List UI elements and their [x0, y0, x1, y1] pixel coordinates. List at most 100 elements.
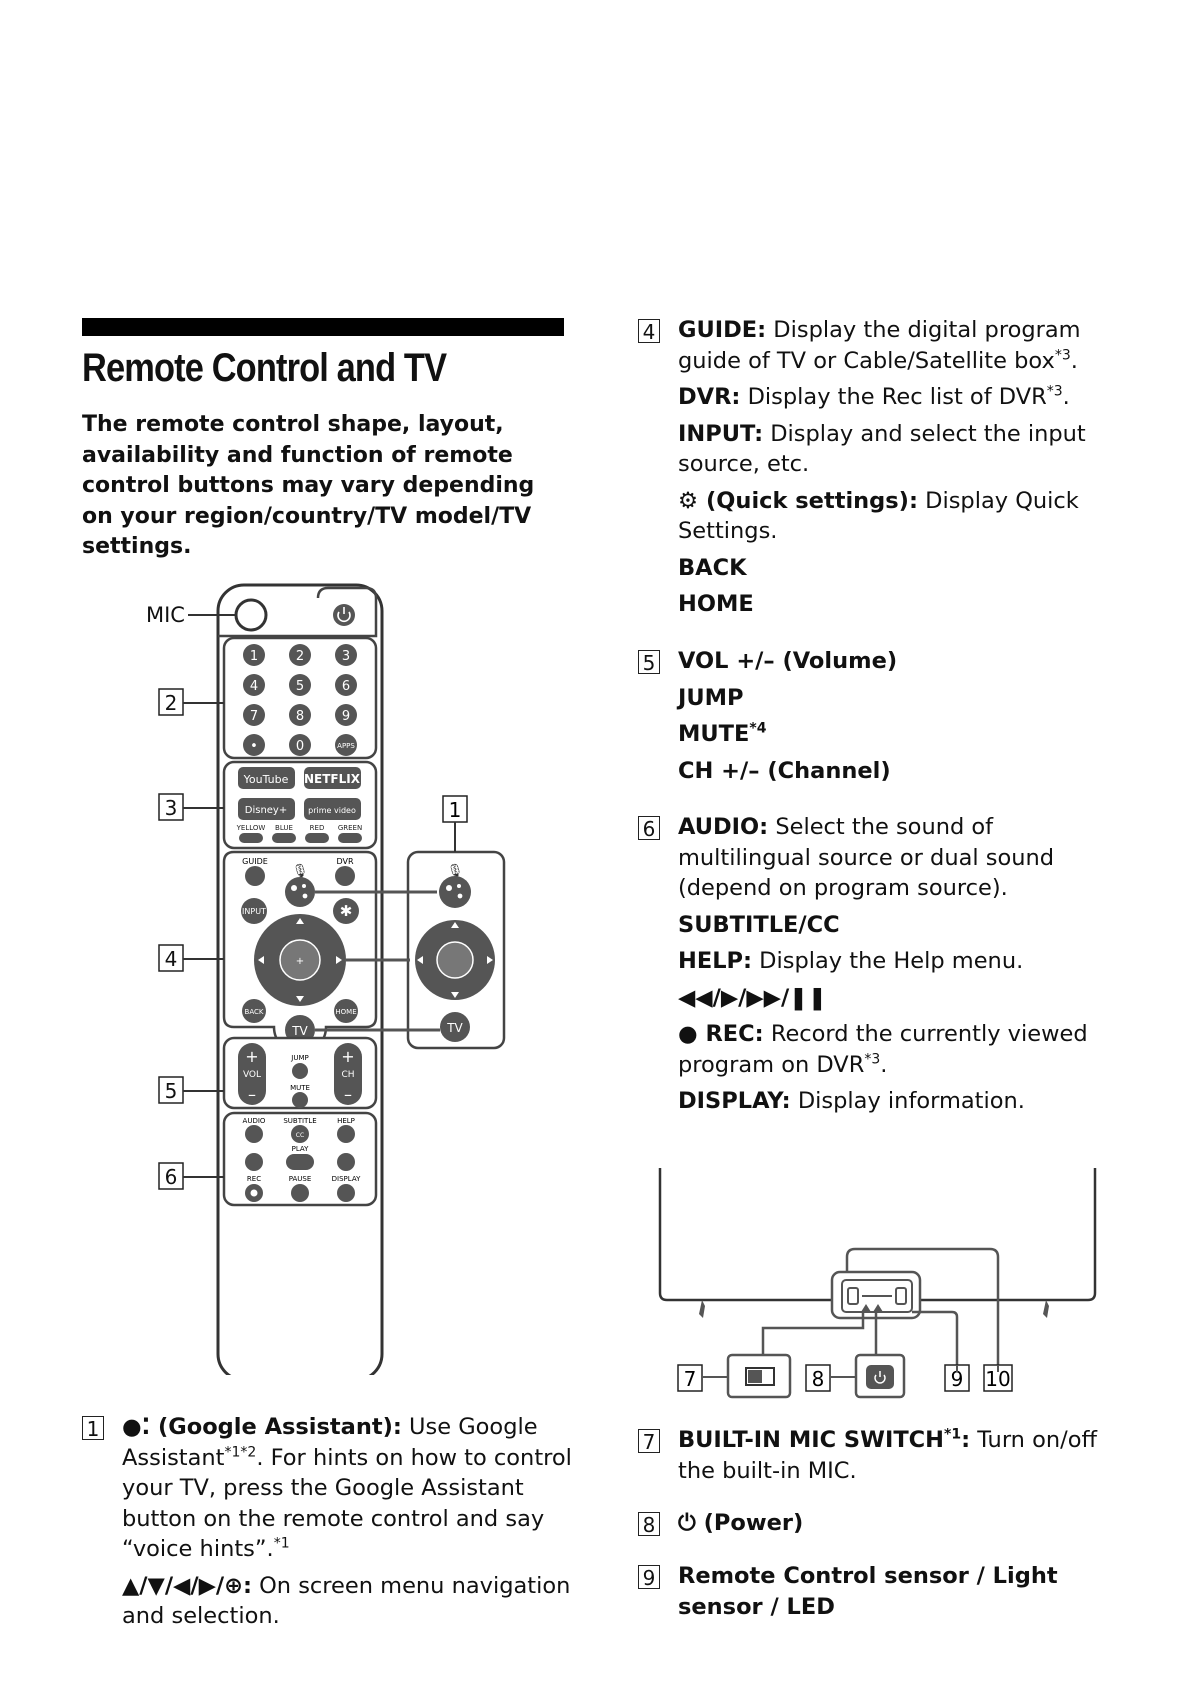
youtube-button: [238, 767, 295, 789]
svg-text:DISPLAY: DISPLAY: [332, 1175, 361, 1183]
keypad-button: [289, 644, 311, 666]
color-key-button: [239, 833, 263, 843]
keypad-label: 7: [250, 709, 258, 724]
keypad-panel: [222, 636, 378, 760]
prime-label: prime video: [308, 806, 356, 815]
audio-button: [245, 1125, 263, 1143]
ch-desc: CH +/– (Channel): [678, 757, 891, 784]
section-4: 4 GUIDE: Display the digital program gui…: [638, 315, 1108, 626]
gear-icon: ✱: [340, 902, 353, 920]
keypad-button: [335, 644, 357, 666]
home-label: HOME: [335, 1008, 356, 1016]
rewind-button: [245, 1153, 263, 1171]
mic-icon: [234, 598, 268, 632]
section-rule: [82, 318, 564, 336]
dvr-label: DVR: [336, 857, 353, 866]
callout-8: 8: [812, 1367, 825, 1391]
svg-text:TV: TV: [446, 1021, 463, 1035]
power-button-icon: [333, 604, 355, 626]
disney-label: Disney+: [245, 805, 287, 816]
keypad-label: •: [250, 739, 258, 754]
keypad-label: 6: [342, 679, 350, 694]
section-8: 8 ⏻ (Power): [638, 1508, 1108, 1545]
help-desc: HELP: Display the Help menu.: [678, 948, 1024, 974]
callout-5: 5: [165, 1079, 178, 1103]
color-key-button: [305, 833, 329, 843]
callout-3: 3: [165, 796, 178, 820]
nav-desc: ▲/▼/◀/▶/⊕: On screen menu navigation and…: [122, 1572, 571, 1630]
color-key-label: YELLOW: [236, 824, 266, 832]
netflix-button: [304, 767, 361, 789]
play-button: [286, 1154, 314, 1170]
ch-rocker: [334, 1043, 362, 1105]
quick-settings-desc: ⚙ (Quick settings): Display Quick Settin…: [678, 487, 1079, 545]
gear-icon: ⚙: [678, 487, 707, 514]
dvr-button: [335, 866, 355, 886]
netflix-label: NETFLIX: [304, 772, 361, 786]
keypad-label: APPS: [337, 742, 355, 750]
keypad-button: [289, 734, 311, 756]
svg-text:REC: REC: [247, 1175, 261, 1183]
home-desc: HOME: [678, 591, 754, 617]
jump-desc: JUMP: [678, 684, 744, 711]
svg-text:+: +: [341, 1047, 354, 1066]
subtitle-button: [291, 1125, 309, 1143]
youtube-label: YouTube: [243, 773, 289, 786]
callout-7: 7: [684, 1367, 697, 1391]
svg-text:JUMP: JUMP: [290, 1054, 308, 1062]
home-button: [334, 999, 358, 1023]
prime-video-button: [304, 798, 361, 820]
mic-label: MIC: [146, 603, 185, 627]
svg-text:PLAY: PLAY: [292, 1145, 310, 1153]
color-key-button: [338, 833, 362, 843]
svg-text:HELP: HELP: [337, 1117, 355, 1125]
callout-2: 2: [165, 691, 178, 715]
svg-text:–: –: [344, 1085, 352, 1104]
keypad-label: 2: [296, 649, 304, 664]
keypad-label: 3: [342, 649, 350, 664]
svg-text:🎙: 🎙: [447, 863, 464, 879]
inset-assistant-button: [439, 876, 471, 908]
color-key-label: BLUE: [275, 824, 293, 832]
keypad-label: 9: [342, 709, 350, 724]
keypad-button: [335, 704, 357, 726]
keypad-button: [243, 704, 265, 726]
vol-rocker: [238, 1043, 266, 1105]
svg-text:MUTE: MUTE: [290, 1084, 310, 1092]
keypad-label: 0: [296, 739, 304, 754]
keypad-button: [243, 674, 265, 696]
intro-text: The remote control shape, layout, availa…: [82, 412, 535, 559]
section-9: 9 Remote Control sensor / Light sensor /…: [638, 1561, 1108, 1628]
keypad-button: [335, 674, 357, 696]
section-5: 5 VOL +/– (Volume) JUMP MUTE*4 CH +/– (C…: [638, 646, 1108, 792]
mute-desc: MUTE: [678, 721, 750, 747]
keypad-button: [335, 734, 357, 756]
keypad-button: [243, 734, 265, 756]
svg-text:SUBTITLE: SUBTITLE: [283, 1117, 316, 1125]
color-key-label: RED: [310, 824, 325, 832]
back-button: [242, 999, 266, 1023]
guide-label: GUIDE: [242, 857, 268, 866]
subtitle-desc: SUBTITLE/CC: [678, 911, 840, 938]
fastforward-button: [337, 1153, 355, 1171]
mute-button: [292, 1092, 308, 1108]
svg-text:AUDIO: AUDIO: [243, 1117, 266, 1125]
input-button: [241, 898, 267, 924]
section-7: 7 BUILT-IN MIC SWITCH*1: Turn on/off the…: [638, 1425, 1108, 1492]
input-label: INPUT: [242, 907, 266, 916]
back-label: BACK: [245, 1008, 264, 1016]
callout-1: 1: [449, 798, 462, 822]
keypad-label: 4: [250, 679, 258, 694]
svg-text:+: +: [296, 956, 304, 967]
assistant-desc: ●⁚ (Google Assistant): Use Google Assist…: [122, 1414, 572, 1562]
svg-text:CC: CC: [296, 1132, 304, 1139]
keypad-label: 5: [296, 679, 304, 694]
svg-text:–: –: [248, 1085, 256, 1104]
disney-button: [238, 798, 295, 820]
display-button: [337, 1184, 355, 1202]
tv-label: TV: [291, 1024, 308, 1038]
inset-tv-button: [440, 1012, 470, 1042]
callout-9: 9: [951, 1367, 964, 1391]
